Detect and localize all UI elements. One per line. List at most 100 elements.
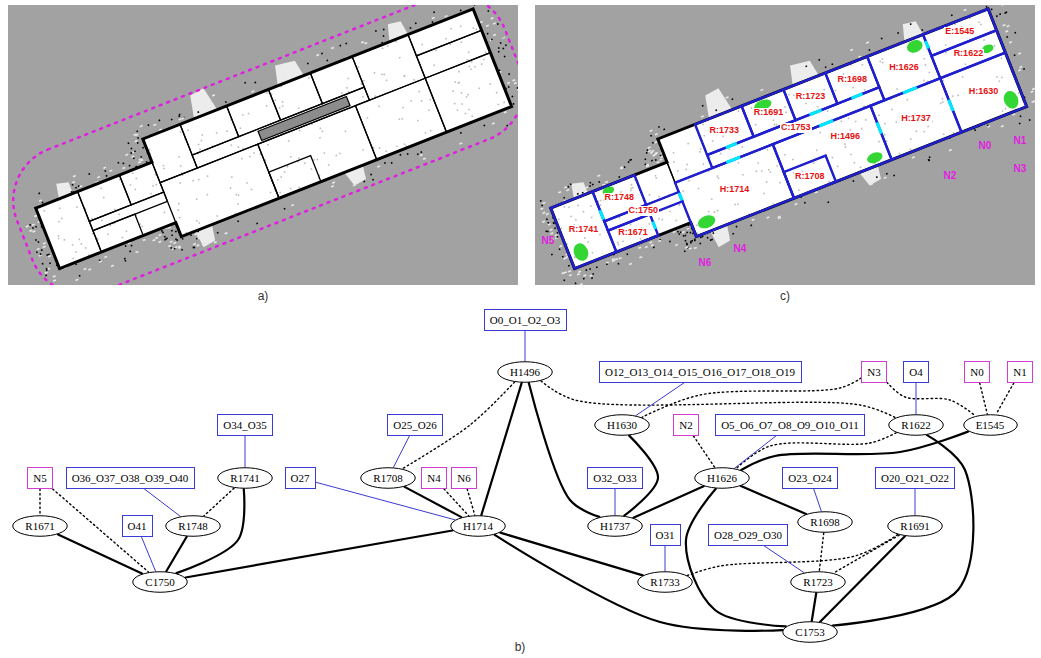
floor-speckle: [773, 124, 775, 126]
floor-speckle: [78, 238, 80, 240]
node-label: O4: [909, 366, 922, 378]
floor-speckle: [757, 162, 759, 164]
scan-noise: [545, 230, 547, 232]
scan-noise: [212, 94, 215, 97]
object-box: O28_O29_O30: [708, 524, 788, 546]
floor-speckle: [1000, 57, 1002, 59]
scan-noise: [563, 197, 565, 199]
scan-noise: [1023, 68, 1025, 70]
map-hull: [8, 5, 518, 285]
region-label: H:1714: [719, 185, 751, 195]
floor-speckle: [381, 73, 383, 75]
scan-noise: [256, 223, 258, 225]
scan-noise: [546, 213, 549, 216]
scan-noise: [137, 142, 139, 144]
region-ellipse: H1714: [450, 515, 506, 537]
floor-speckle: [180, 165, 182, 167]
scan-noise: [137, 137, 139, 139]
floor-speckle: [231, 176, 233, 178]
object-box: O25_O26: [387, 414, 443, 436]
scan-noise: [963, 9, 966, 12]
floor-speckle: [187, 129, 189, 131]
floor-speckle: [702, 123, 704, 125]
scan-noise: [694, 247, 697, 250]
floor-speckle: [849, 129, 851, 131]
scan-noise: [321, 52, 323, 54]
floor-speckle: [891, 108, 893, 110]
room-outline: [867, 35, 940, 101]
scan-noise: [130, 147, 132, 149]
scan-noise: [32, 223, 35, 226]
scan-noise: [876, 176, 878, 178]
scan-noise: [35, 239, 37, 241]
node-label: C1750: [145, 576, 174, 588]
scan-noise: [678, 233, 680, 235]
floor-speckle: [457, 82, 459, 84]
floor-speckle: [403, 75, 405, 77]
scan-noise: [36, 251, 38, 253]
region-ellipse: R1748: [165, 515, 221, 537]
floor-speckle: [996, 76, 998, 78]
floor-speckle: [435, 49, 437, 51]
scan-noise: [399, 154, 401, 156]
scan-noise: [686, 243, 688, 245]
scan-noise: [131, 245, 133, 247]
scan-noise: [29, 229, 32, 232]
floor-speckle: [568, 206, 570, 208]
floor-speckle: [570, 215, 572, 217]
wall: [355, 78, 446, 159]
floor-speckle: [837, 165, 839, 167]
region-label: R:1691: [753, 108, 785, 118]
floor-speckle: [923, 79, 925, 81]
floor-speckle: [776, 165, 778, 167]
floor-speckle: [180, 131, 182, 133]
scan-noise: [291, 204, 294, 207]
scan-noise: [663, 128, 665, 130]
scan-noise: [1019, 66, 1022, 69]
object-link: [764, 546, 803, 573]
floor-speckle: [622, 240, 624, 242]
scan-noise: [409, 27, 411, 29]
floor-speckle: [114, 208, 116, 210]
scan-noise: [505, 44, 507, 46]
adjacency-edge: [833, 435, 974, 625]
ellipse-shape: [588, 516, 643, 537]
door: [903, 87, 917, 92]
floor-speckle: [316, 159, 318, 161]
scan-noise: [691, 240, 693, 242]
scan-noise: [104, 256, 107, 259]
floor-speckle: [471, 115, 473, 117]
floor-speckle: [266, 92, 268, 94]
scan-noise: [577, 193, 579, 195]
floor-speckle: [472, 27, 474, 29]
scan-noise: [540, 200, 542, 202]
floor-speckle: [591, 216, 593, 218]
floor-speckle: [75, 251, 77, 253]
floor-speckle: [403, 143, 405, 145]
scan-noise: [34, 215, 37, 218]
region-label: R:1741: [568, 225, 600, 235]
node-label: N3: [867, 366, 880, 378]
wall: [634, 162, 678, 205]
scan-noise: [134, 150, 136, 152]
floor-speckle: [688, 180, 690, 182]
floor-speckle: [630, 184, 632, 186]
object-link: [615, 489, 616, 515]
node-label: O34_O35: [223, 419, 266, 431]
floor-speckle: [686, 163, 688, 165]
node-label: O36_O37_O38_O39_O40: [72, 472, 189, 484]
node-label: O28_O29_O30: [714, 529, 782, 541]
scan-noise: [171, 234, 173, 236]
region-ellipse: C1753: [782, 621, 838, 643]
object-link: [916, 383, 917, 414]
dotted-edge: [444, 489, 468, 516]
scan-noise: [910, 23, 912, 25]
floor-speckle: [702, 163, 704, 165]
scan-noise: [35, 226, 37, 228]
node-marker: N4: [734, 243, 747, 254]
ellipse-shape: [218, 468, 273, 489]
scan-noise: [541, 205, 543, 207]
scan-noise: [893, 174, 895, 176]
floor-speckle: [599, 200, 601, 202]
floor-speckle: [496, 92, 498, 94]
